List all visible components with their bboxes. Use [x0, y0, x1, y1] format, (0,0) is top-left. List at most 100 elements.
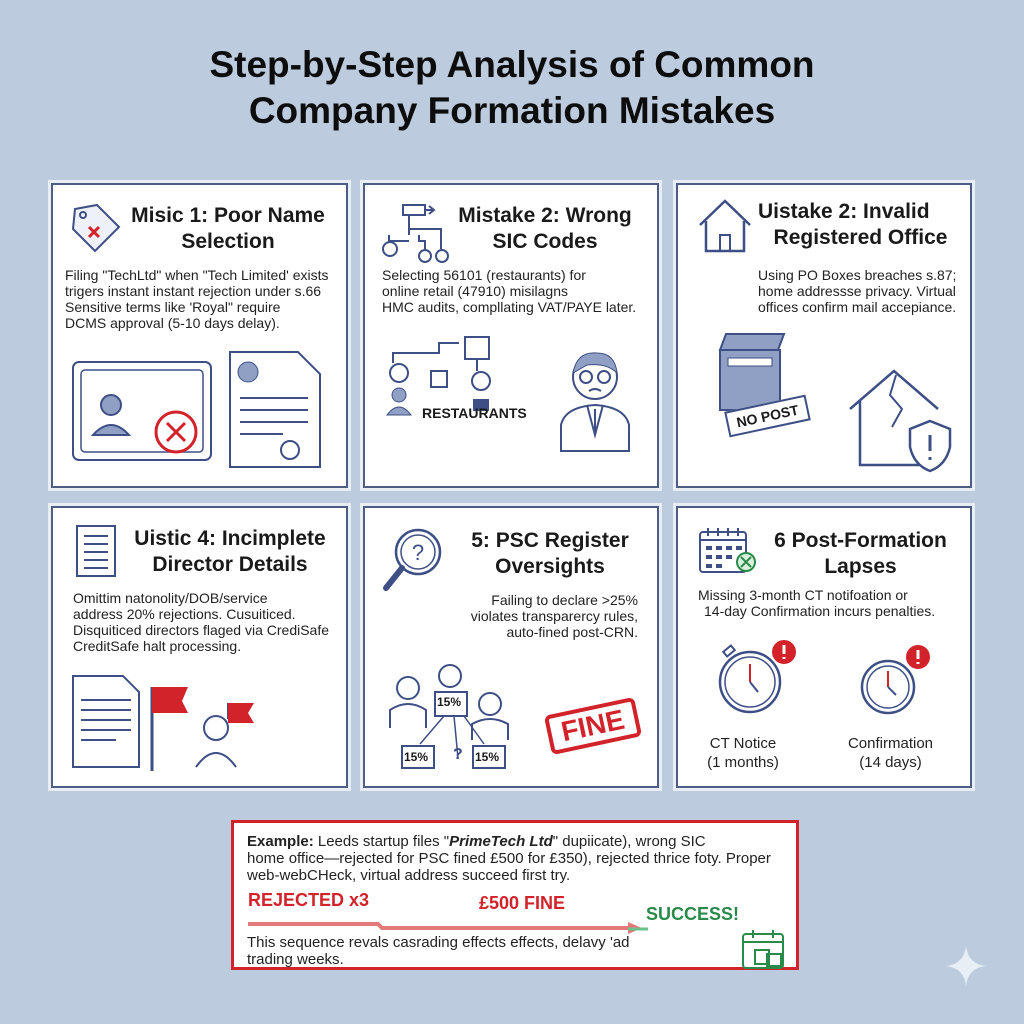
body-line: HMC audits, compllating VAT/PAYE later.: [382, 299, 637, 315]
card-title-line: Uistic 4: Incimplete: [134, 527, 326, 550]
card-body: Using PO Boxes breaches s.87;home addres…: [758, 267, 956, 315]
example-text-part: Leeds startup files ": [313, 833, 450, 850]
card-body: Filing "TechLtd" when "Tech Limited' exi…: [65, 267, 328, 331]
body-line: CreditSafe halt processing.: [73, 638, 242, 654]
footer-line: trading weeks.: [247, 951, 344, 968]
cracked-house-shield-icon: [849, 369, 952, 473]
restaurants-label: RESTAURANTS: [422, 405, 527, 421]
sic-flow-diagram: [385, 336, 491, 416]
example-footer: This sequence revals casrading effects e…: [247, 934, 630, 968]
example-line-1: Example: Leeds startup files "PrimeTech …: [247, 833, 792, 850]
card-title-line: Lapses: [824, 555, 897, 578]
body-line: Filing "TechLtd" when "Tech Limited' exi…: [65, 267, 329, 283]
example-line-2: home office—rejected for PSC fined £500 …: [247, 850, 771, 867]
worried-auditor-icon: [560, 352, 630, 452]
body-line: address 20% rejections. Cusuiticed.: [73, 606, 296, 622]
card-title-line: Misic 1: Poor Name: [131, 204, 325, 227]
rejected-label: REJECTED x3: [248, 890, 370, 910]
card-title-line: SIC Codes: [492, 230, 598, 253]
body-line: violates transparercy rules,: [470, 608, 638, 624]
card-title-line: Mistake 2: Wrong: [458, 204, 632, 227]
calendar-success-icon: [742, 930, 784, 969]
unknown-share-mark: ?: [453, 746, 463, 763]
body-line: trigers instant instant rejection under …: [65, 283, 322, 299]
example-prefix: Example:: [247, 833, 314, 850]
body-line: Missing 3-month CT notifoation or: [698, 587, 908, 603]
example-text: Example: Leeds startup files "PrimeTech …: [247, 833, 792, 884]
example-box: Example: Leeds startup files "PrimeTech …: [231, 820, 799, 970]
card-title-line: Selection: [181, 230, 275, 253]
body-line: Selecting 56101 (restaurants) for: [382, 267, 586, 283]
timer-duration: (1 months): [707, 754, 779, 771]
title-line-1: Step-by-Step Analysis of Common: [209, 44, 815, 85]
id-card-rejected-icon: [72, 361, 212, 461]
card-title-line: Director Details: [152, 553, 308, 576]
card-title-line: 5: PSC Register: [471, 529, 629, 552]
shareholders-diagram: [389, 664, 509, 769]
body-line: auto-fined post-CRN.: [506, 624, 638, 640]
svg-text:?: ?: [412, 540, 424, 565]
card-body: Failing to declare >25%violates transpar…: [460, 592, 638, 640]
card-title-line: Registered Office: [773, 226, 948, 249]
card-title-line: 6 Post-Formation: [774, 529, 947, 552]
body-line: Sensitive terms like 'Royal" require: [65, 299, 281, 315]
body-line: Failing to declare >25%: [491, 592, 638, 608]
fine-label: £500 FINE: [479, 893, 566, 913]
sparkle-icon: [946, 946, 986, 986]
example-text-part: " dupiicate), wrong SIC: [552, 833, 706, 850]
body-line: Omittim natonolity/DOB/service: [73, 590, 268, 606]
title-line-2: Company Formation Mistakes: [248, 90, 776, 131]
share-left-label: 15%: [404, 750, 429, 764]
document-icon: [72, 675, 140, 768]
timer-title: CT Notice: [709, 735, 777, 752]
timeline-arrow: [248, 922, 648, 934]
red-flags-director-icon: [150, 687, 254, 771]
timer-label-ct: CT Notice (1 months): [703, 734, 783, 772]
magnifier-question-icon: ?: [383, 528, 442, 591]
card-title-line: Oversights: [495, 555, 605, 578]
body-line: 14-day Confirmation incurs penalties.: [704, 603, 936, 619]
body-line: DCMS approval (5-10 days delay).: [65, 315, 280, 331]
timer-title: Confirmation: [847, 735, 934, 752]
card-title-line: Uistake 2: Invalid: [758, 200, 930, 223]
body-line: Disquiticed directors flaged via CrediSa…: [73, 622, 330, 638]
body-line: home addressse privacy. Virtual: [758, 283, 956, 299]
company-name: PrimeTech Ltd: [449, 833, 553, 850]
certificate-document-icon: [229, 351, 321, 468]
po-box-icon: [718, 333, 786, 411]
stopwatch-alert-icon: [860, 645, 930, 715]
timer-duration: (14 days): [859, 754, 922, 771]
tag-x-icon: [71, 203, 121, 253]
body-line: offices confirm mail accepiance.: [758, 299, 957, 315]
body-line: Using PO Boxes breaches s.87;: [758, 267, 957, 283]
timer-label-confirmation: Confirmation (14 days): [838, 734, 943, 772]
calendar-x-icon: [699, 528, 756, 573]
fine-stamp: FINE: [543, 696, 642, 756]
share-top-label: 15%: [437, 695, 462, 709]
example-line-3: web-webCHeck, virtual address succeed fi…: [247, 867, 571, 884]
document-lines-icon: [76, 525, 116, 577]
share-right-label: 15%: [475, 750, 500, 764]
house-icon: [699, 199, 751, 253]
org-chart-icon: [382, 204, 449, 263]
success-label: SUCCESS!: [646, 904, 740, 924]
footer-line: This sequence revals casrading effects e…: [247, 934, 630, 951]
body-line: online retail (47910) misilagns: [382, 283, 568, 299]
stopwatch-alert-icon: [718, 640, 796, 714]
